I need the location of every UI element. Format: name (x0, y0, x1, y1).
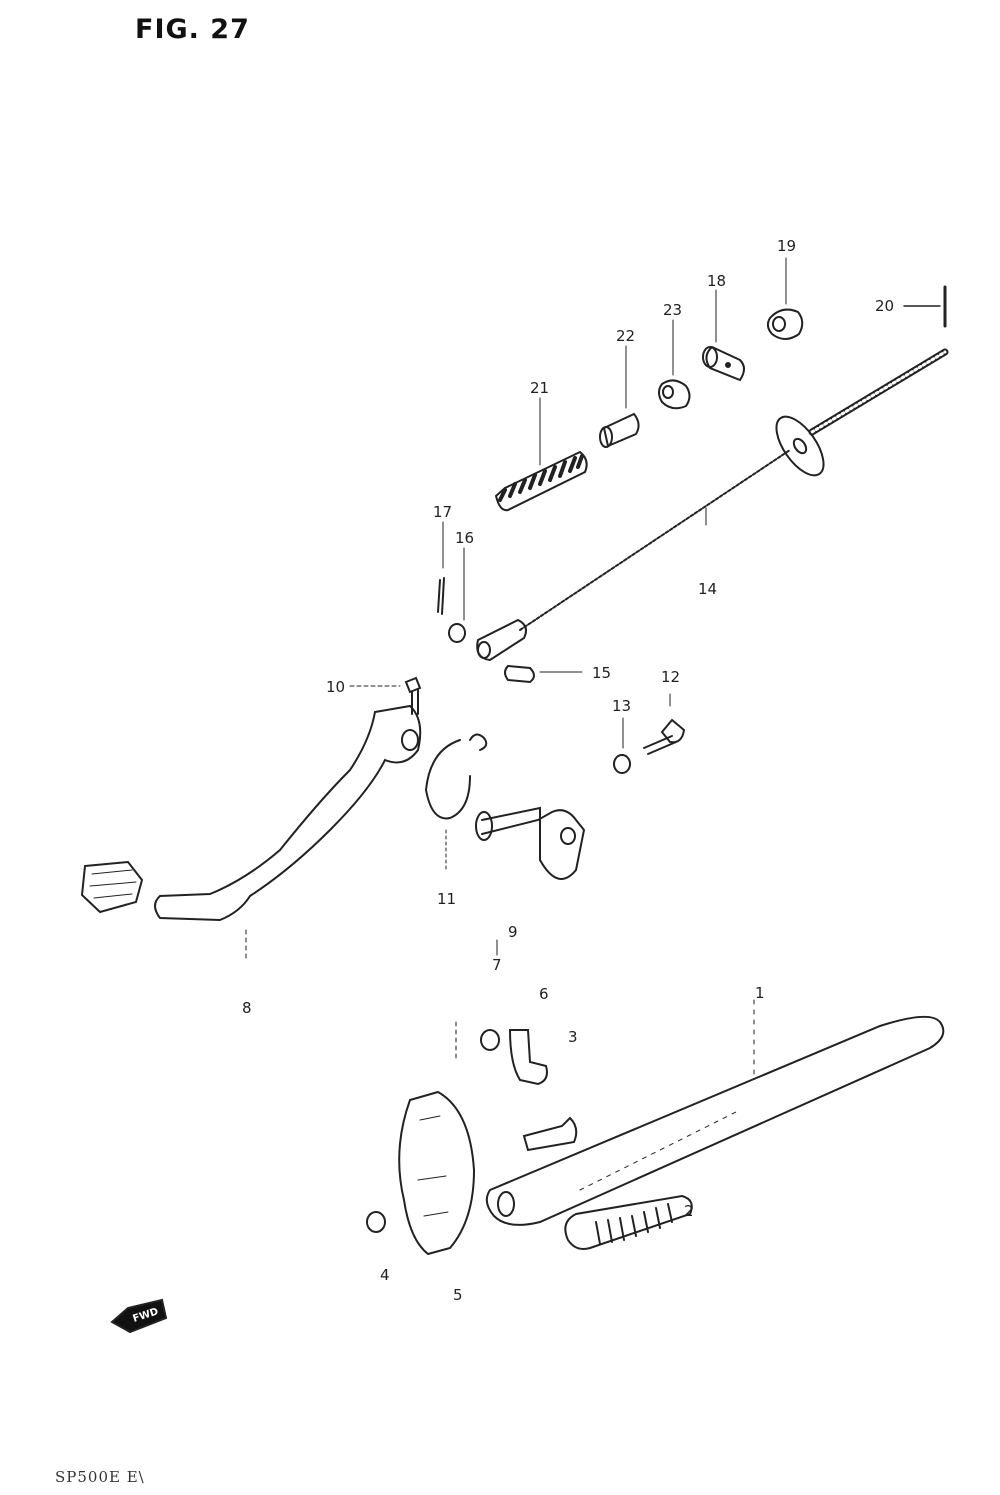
callout-14: 14 (698, 580, 717, 598)
callout-4: 4 (380, 1266, 390, 1284)
callout-1: 1 (755, 984, 765, 1002)
part-5-bracket (398, 1090, 476, 1256)
part-15-pin (504, 664, 583, 684)
part-19-nut (766, 257, 804, 340)
part-11-circlip (424, 733, 488, 871)
part-12-bolt (643, 693, 686, 755)
part-16-washer (448, 547, 466, 643)
part-18-joint (702, 289, 745, 382)
callout-12: 12 (661, 668, 680, 686)
part-22-sleeve (599, 345, 640, 448)
callout-11: 11 (437, 890, 456, 908)
callout-5: 5 (453, 1286, 463, 1304)
callout-21: 21 (530, 379, 549, 397)
callout-9: 9 (508, 923, 518, 941)
part-20-pin (903, 285, 947, 328)
callout-23: 23 (663, 301, 682, 319)
part-6-bolt (522, 1116, 578, 1152)
part-2-spring (564, 1194, 693, 1250)
part-9-shaft-arm (475, 806, 586, 880)
callout-8: 8 (242, 999, 252, 1017)
callout-10: 10 (326, 678, 345, 696)
callout-17: 17 (433, 503, 452, 521)
part-14-rod (476, 348, 949, 662)
callout-18: 18 (707, 272, 726, 290)
part-13-nut (613, 717, 631, 774)
callout-16: 16 (455, 529, 474, 547)
callout-3: 3 (568, 1028, 578, 1046)
drawing-code: SP500E E\ (55, 1468, 145, 1486)
part-8-brake-pedal (80, 704, 422, 961)
part-1-side-stand (485, 999, 945, 1226)
part-17-cotter-pin (437, 521, 445, 615)
part-23-nut (658, 319, 691, 410)
part-21-spring (494, 397, 588, 512)
callout-2: 2 (684, 1202, 694, 1220)
callout-22: 22 (616, 327, 635, 345)
callout-20: 20 (875, 297, 894, 315)
fwd-arrow-marker (110, 1298, 168, 1334)
figure-title: FIG. 27 (135, 14, 250, 45)
callout-6: 6 (539, 985, 549, 1003)
part-4-nut (366, 1211, 386, 1233)
callout-13: 13 (612, 697, 631, 715)
part-10-bolt (349, 676, 422, 715)
callout-15: 15 (592, 664, 611, 682)
part-3-bolt (455, 1021, 548, 1086)
callout-7: 7 (492, 956, 502, 974)
callout-19: 19 (777, 237, 796, 255)
